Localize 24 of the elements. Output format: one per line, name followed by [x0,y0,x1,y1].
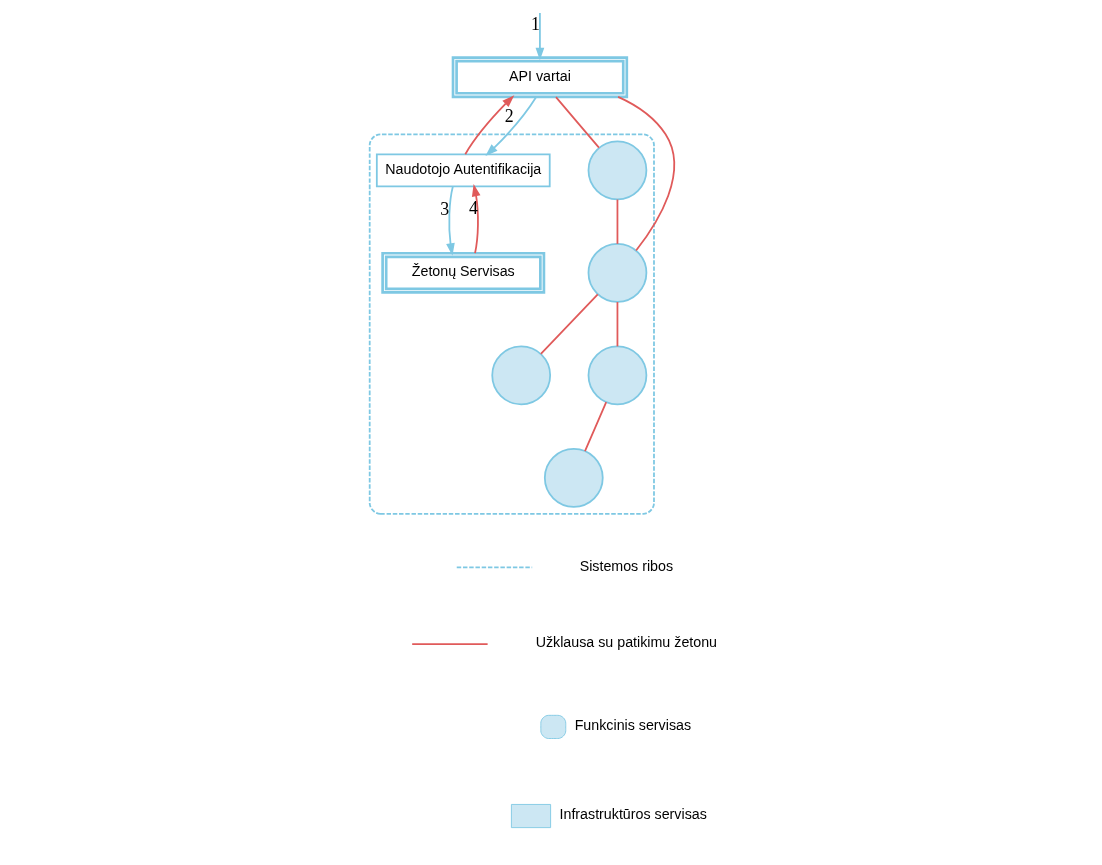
connector [616,301,618,348]
node-circle [543,447,604,508]
arrow [484,96,537,157]
node-circle [587,140,647,201]
legend-label: Užklausa su patikimu žetonu [535,634,717,651]
edge-label: 1 [530,13,540,34]
connector [554,96,600,149]
node-box: Naudotojo Autentifikacija [375,153,551,188]
edge-label: 3 [439,198,449,219]
arrow [445,185,455,256]
edge-label: 2 [504,105,514,126]
connector [583,401,607,452]
node-circle [587,243,647,303]
connector [539,293,599,355]
arrow [463,95,514,156]
legend-label: Funkcinis servisas [574,717,691,734]
arrow [535,12,544,61]
node-circle [587,345,647,406]
connector [616,95,675,252]
legend-label: Infrastruktūros servisas [559,806,707,823]
legend-label: Sistemos ribos [579,557,673,574]
cluster [368,133,655,515]
node-circle [490,345,551,406]
connector [616,198,618,245]
